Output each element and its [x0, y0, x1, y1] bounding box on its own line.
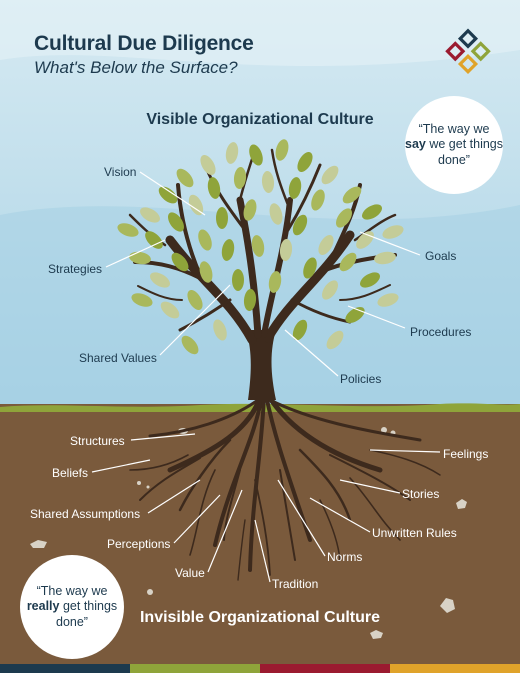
leaf	[322, 280, 338, 300]
label-feelings: Feelings	[443, 447, 489, 461]
leaf	[129, 251, 151, 265]
label-perceptions: Perceptions	[107, 537, 171, 551]
leaf	[150, 272, 170, 288]
leaf	[187, 290, 203, 310]
tree-roots	[129, 392, 441, 581]
quote-really-pre: “The way we	[36, 583, 108, 598]
leaf	[311, 189, 325, 211]
footer-bar-navy	[0, 664, 130, 673]
tree-leaves	[117, 139, 404, 355]
leaf	[261, 171, 275, 193]
leaf	[232, 269, 244, 291]
quote-say-emph: say	[405, 137, 426, 152]
leaf	[199, 261, 213, 283]
leaf	[336, 208, 352, 228]
leaf	[216, 207, 228, 229]
tree-trunk	[128, 148, 397, 400]
label-procedures: Procedures	[410, 325, 472, 339]
leaf	[176, 168, 194, 188]
label-vision: Vision	[104, 165, 137, 179]
leaf	[243, 289, 257, 311]
label-structures: Structures	[70, 434, 125, 448]
leaf	[275, 139, 289, 161]
leaf	[117, 223, 139, 237]
leaf	[131, 293, 153, 307]
page-subtitle: What's Below the Surface?	[34, 58, 238, 77]
page-title: Cultural Due Diligence	[34, 32, 254, 55]
leaf	[198, 229, 212, 251]
leaf	[269, 203, 283, 225]
leaf	[221, 239, 235, 261]
leaf	[326, 330, 344, 350]
leaf	[233, 167, 247, 189]
label-unwritten-rules: Unwritten Rules	[372, 526, 457, 540]
quote-say-pre: “The way we	[418, 121, 490, 136]
label-shared-assumptions: Shared Assumptions	[30, 507, 141, 521]
leaf	[377, 293, 399, 307]
leaf	[321, 165, 339, 185]
label-stories: Stories	[402, 487, 440, 501]
invisible-leader-lines	[91, 433, 441, 583]
label-value: Value	[175, 566, 205, 580]
quote-really-post: get things done”	[56, 599, 118, 629]
leaf	[339, 252, 357, 272]
label-shared-values: Shared Values	[79, 351, 157, 365]
leaf	[292, 214, 308, 236]
label-tradition: Tradition	[272, 577, 319, 591]
leaf	[168, 212, 184, 232]
leaf	[249, 144, 263, 166]
logo-knot-icon	[445, 28, 491, 75]
leaf	[360, 272, 380, 288]
leaf	[158, 186, 178, 204]
leaf	[171, 252, 189, 272]
sky-wave	[0, 0, 520, 67]
leaf	[292, 319, 308, 341]
leaf	[145, 231, 163, 249]
label-strategies: Strategies	[48, 262, 103, 276]
invisible-culture-heading: Invisible Organizational Culture	[139, 609, 381, 626]
footer-bar-red	[260, 664, 390, 673]
visible-culture-heading: Visible Organizational Culture	[146, 111, 374, 128]
leaf	[374, 251, 396, 265]
label-norms: Norms	[327, 550, 363, 564]
footer-bar-olive	[130, 664, 260, 673]
quote-say-post: we get things done”	[429, 137, 504, 167]
leaf	[382, 225, 404, 239]
leaf	[362, 204, 382, 220]
leaf	[140, 207, 160, 223]
leaf	[225, 142, 239, 164]
leaf	[213, 319, 227, 341]
leaf	[342, 186, 362, 204]
label-policies: Policies	[340, 372, 382, 386]
leaf	[200, 155, 216, 175]
footer-bar-gold	[390, 664, 520, 673]
leaf	[279, 239, 293, 261]
quote-really-emph: really	[26, 599, 60, 614]
leaf	[318, 235, 334, 255]
leaf	[181, 335, 199, 355]
leaf	[160, 301, 180, 319]
leaf	[243, 199, 257, 221]
leaf	[188, 194, 204, 216]
label-goals: Goals	[425, 249, 457, 263]
leaf	[303, 257, 317, 279]
leaf	[251, 235, 265, 257]
visible-leader-lines	[105, 171, 421, 377]
leaf	[268, 271, 282, 293]
leaf	[297, 152, 313, 172]
leaf	[288, 177, 302, 199]
leaf	[207, 177, 221, 199]
label-beliefs: Beliefs	[52, 466, 89, 480]
